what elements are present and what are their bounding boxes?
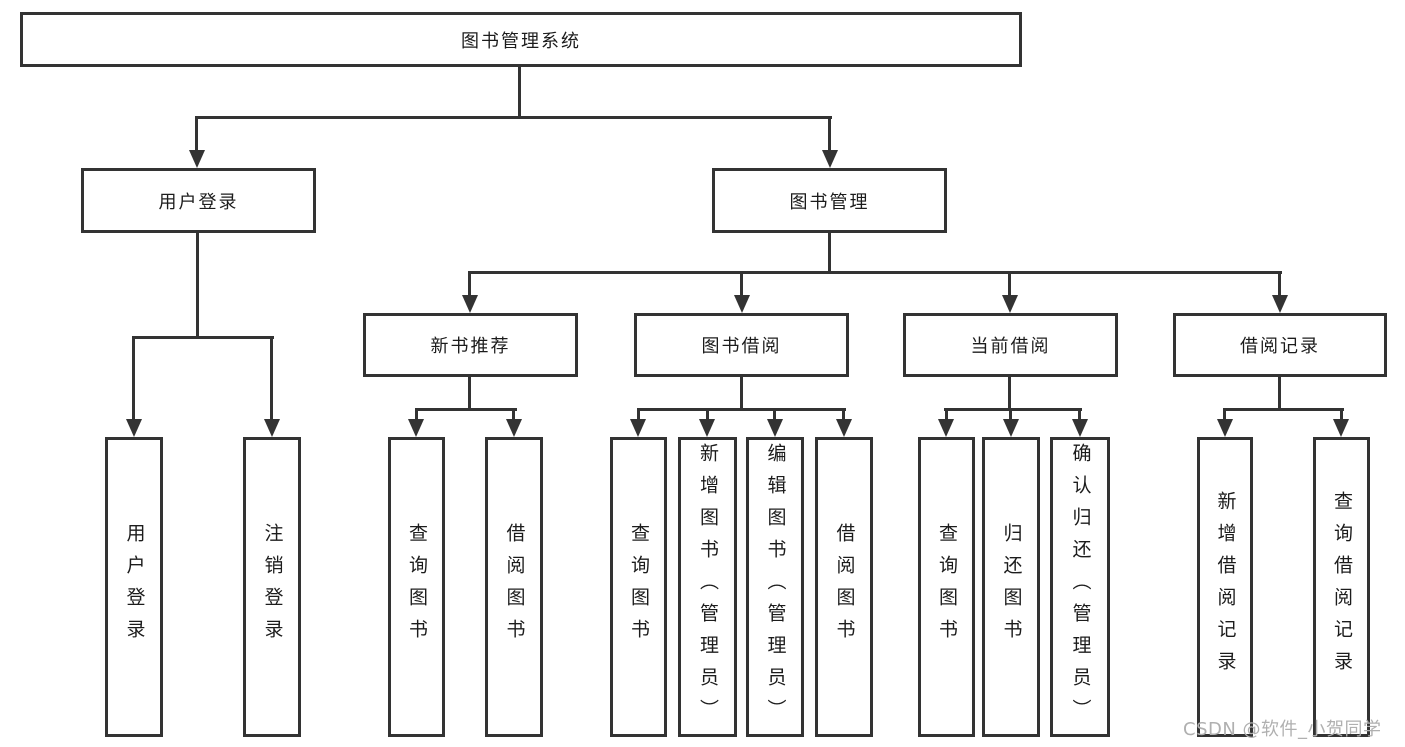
arrow-down-icon <box>699 419 715 437</box>
arrow-down-icon <box>1003 419 1019 437</box>
connector-line <box>842 408 845 422</box>
connector-line <box>415 408 418 422</box>
connector-line <box>1223 408 1344 411</box>
arrow-down-icon <box>126 419 142 437</box>
arrow-down-icon <box>1072 419 1088 437</box>
leaf-query-books-current: 查询图书 <box>918 437 975 737</box>
arrow-down-icon <box>1272 295 1288 313</box>
connector-line <box>195 116 198 152</box>
leaf-confirm-return-admin: 确认归还（管理员） <box>1050 437 1110 737</box>
connector-line <box>945 408 948 422</box>
connector-line <box>1278 377 1281 411</box>
node-current-borrowing: 当前借阅 <box>903 313 1118 377</box>
leaf-label: 新增图书（管理员） <box>697 443 719 731</box>
connector-line <box>468 271 471 297</box>
leaf-return-book: 归还图书 <box>982 437 1040 737</box>
connector-line <box>1008 377 1011 411</box>
leaf-borrow-books-borrowing: 借阅图书 <box>815 437 873 737</box>
leaf-label: 查询借阅记录 <box>1331 491 1353 683</box>
watermark: CSDN @软件_小贺同学 <box>1183 719 1382 740</box>
arrow-down-icon <box>462 295 478 313</box>
connector-line <box>196 116 832 119</box>
node-book-management: 图书管理 <box>712 168 947 233</box>
connector-line <box>1009 408 1012 422</box>
arrow-down-icon <box>1333 419 1349 437</box>
connector-line <box>1340 408 1343 422</box>
connector-line <box>196 233 199 338</box>
connector-line <box>706 408 709 422</box>
leaf-label: 查询图书 <box>936 523 958 651</box>
connector-line <box>1008 271 1011 297</box>
node-root: 图书管理系统 <box>20 12 1022 67</box>
leaf-label: 用户登录 <box>123 523 146 651</box>
leaf-user-login: 用户登录 <box>105 437 163 737</box>
leaf-label: 借阅图书 <box>833 523 856 651</box>
connector-line <box>828 116 831 152</box>
arrow-down-icon <box>408 419 424 437</box>
connector-line <box>132 336 274 339</box>
connector-line <box>944 408 1082 411</box>
leaf-add-borrow-record: 新增借阅记录 <box>1197 437 1253 737</box>
arrow-down-icon <box>734 295 750 313</box>
connector-line <box>1223 408 1226 422</box>
arrow-down-icon <box>822 150 838 168</box>
connector-line <box>468 271 1282 274</box>
connector-line <box>740 377 743 411</box>
leaf-edit-book-admin: 编辑图书（管理员） <box>746 437 804 737</box>
leaf-query-borrow-record: 查询借阅记录 <box>1313 437 1370 737</box>
arrow-down-icon <box>630 419 646 437</box>
arrow-down-icon <box>767 419 783 437</box>
node-book-borrowing: 图书借阅 <box>634 313 849 377</box>
leaf-label: 查询图书 <box>628 523 650 651</box>
leaf-logout: 注销登录 <box>243 437 301 737</box>
connector-line <box>518 67 521 119</box>
connector-line <box>828 233 831 274</box>
arrow-down-icon <box>938 419 954 437</box>
node-new-book-recommend: 新书推荐 <box>363 313 578 377</box>
arrow-down-icon <box>1002 295 1018 313</box>
arrow-down-icon <box>836 419 852 437</box>
leaf-label: 新增借阅记录 <box>1214 491 1237 683</box>
leaf-query-books-borrowing: 查询图书 <box>610 437 667 737</box>
connector-line <box>773 408 776 422</box>
leaf-add-book-admin: 新增图书（管理员） <box>678 437 737 737</box>
leaf-borrow-books-newbook: 借阅图书 <box>485 437 543 737</box>
connector-line <box>1078 408 1081 422</box>
leaf-label: 查询图书 <box>406 523 428 651</box>
connector-line <box>637 408 846 411</box>
arrow-down-icon <box>1217 419 1233 437</box>
leaf-label: 确认归还（管理员） <box>1069 443 1092 731</box>
node-borrow-records: 借阅记录 <box>1173 313 1387 377</box>
arrow-down-icon <box>189 150 205 168</box>
connector-line <box>740 271 743 297</box>
leaf-label: 归还图书 <box>1000 523 1023 651</box>
connector-line <box>468 377 471 411</box>
connector-line <box>637 408 640 422</box>
connector-line <box>132 336 135 420</box>
arrow-down-icon <box>506 419 522 437</box>
leaf-label: 借阅图书 <box>503 523 526 651</box>
connector-line <box>1278 271 1281 297</box>
connector-line <box>415 408 517 411</box>
connector-line <box>512 408 515 422</box>
leaf-label: 注销登录 <box>261 523 284 651</box>
connector-line <box>270 336 273 420</box>
arrow-down-icon <box>264 419 280 437</box>
node-user-login: 用户登录 <box>81 168 316 233</box>
leaf-query-books-newbook: 查询图书 <box>388 437 445 737</box>
leaf-label: 编辑图书（管理员） <box>764 443 787 731</box>
